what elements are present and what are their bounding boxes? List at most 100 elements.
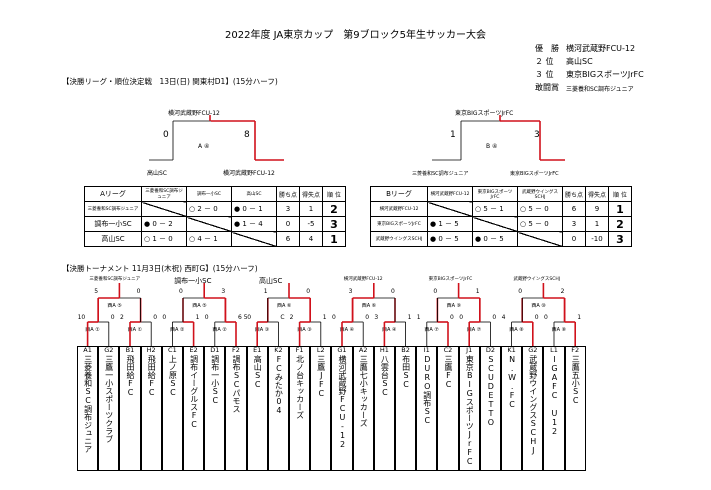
team-name: 調布イーグルスFC bbox=[189, 355, 199, 429]
group-winner: 三菱養和SC調布ジュニア bbox=[89, 277, 141, 282]
team-name: 飛田給FC bbox=[147, 355, 157, 397]
team-code: B2 bbox=[401, 346, 410, 354]
team-name: 八雲台SC bbox=[380, 355, 390, 397]
final-a-score-left: 0 bbox=[163, 130, 169, 140]
team-code: F2 bbox=[571, 346, 580, 354]
final-b-right-team: 東京BIGスポーツJrFC bbox=[510, 171, 559, 177]
team-name: N.W.FC bbox=[507, 355, 517, 409]
team-code: K1 bbox=[507, 346, 516, 354]
semi-score-left: 1 bbox=[263, 288, 268, 295]
team-code: A1 bbox=[83, 346, 92, 354]
final-league-heading: 【決勝リーグ・順位決定戦 13日(日) 関東村D1】(15分ハーフ) bbox=[62, 77, 278, 86]
team-name: IGAFC U12 bbox=[549, 355, 559, 436]
team-code: J1 bbox=[466, 346, 473, 354]
match-score: 0 bbox=[450, 314, 454, 321]
semi-score-left: 0 bbox=[433, 288, 438, 295]
result-team: 横河武蔵野FCU-12 bbox=[566, 44, 636, 53]
league-rank: 2 bbox=[608, 216, 632, 232]
team-code: F2 bbox=[232, 346, 240, 354]
match-score: 1 bbox=[195, 314, 200, 321]
group-winner: 横河武蔵野FCU-12 bbox=[343, 277, 383, 282]
group-winner: 東京BIGスポーツJrFC bbox=[428, 277, 473, 282]
final-b-left-team: 三菱養和SC調布ジュニア bbox=[412, 171, 469, 177]
match-score: 0 bbox=[247, 314, 252, 321]
match-score: 1 bbox=[416, 314, 421, 321]
league-result-cell bbox=[231, 231, 277, 247]
team-name: 北ノ台キッカーズ bbox=[295, 355, 305, 419]
match-score: 1 bbox=[407, 314, 412, 321]
semi-code: 西A ⑥ bbox=[361, 303, 377, 309]
final-b-score-left: 1 bbox=[450, 130, 456, 140]
league-result-cell bbox=[517, 231, 563, 247]
final-b-code: B ④ bbox=[486, 143, 498, 150]
semi-score-right: 0 bbox=[136, 288, 141, 295]
team-name: 東京BIGスポーツJrFC bbox=[465, 355, 475, 466]
semi-code: 西A ⑤ bbox=[107, 303, 122, 309]
semi-score-right: 0 bbox=[391, 288, 395, 295]
team-name: 高山SC bbox=[253, 355, 263, 389]
match-code: 西A ⑦ bbox=[466, 327, 482, 333]
match-code: 西A ⑧ bbox=[551, 327, 567, 333]
group-winner: 武蔵野ウイングスSCHJ bbox=[513, 277, 561, 282]
tournament-heading: 【決勝トーナメント 11月3日(木祝) 西町G】(15分ハーフ) bbox=[62, 264, 258, 273]
team-code: F1 bbox=[295, 346, 304, 354]
match-score: 10 bbox=[77, 314, 86, 321]
match-score: 0 bbox=[204, 314, 209, 321]
team-name: 三鷹FC bbox=[443, 355, 453, 389]
match-score: 0 bbox=[492, 314, 497, 321]
match-score: 0 bbox=[459, 314, 464, 321]
final-a-right-team: 横河武蔵野FCU-12 bbox=[223, 170, 275, 177]
team-name: 三鷹五小SC bbox=[571, 355, 581, 405]
team-code: C2 bbox=[443, 346, 453, 354]
match-score: 1 bbox=[577, 314, 582, 321]
team-name: 布田SC bbox=[401, 355, 411, 389]
team-code: E2 bbox=[189, 346, 198, 354]
league-rank: 3 bbox=[608, 231, 632, 247]
match-score: 3 bbox=[374, 314, 379, 321]
match-score: 1 bbox=[322, 314, 327, 321]
final-a-left-team: 高山SC bbox=[147, 170, 167, 177]
team-name: 調布SCパモス bbox=[231, 355, 241, 413]
match-code: 西A ② bbox=[212, 327, 227, 333]
league-result-cell bbox=[472, 216, 518, 232]
team-code: C1 bbox=[168, 346, 177, 354]
team-code: L2 bbox=[316, 346, 325, 354]
team-name: 調布一小SC bbox=[210, 355, 220, 405]
match-score: 0 bbox=[534, 314, 539, 321]
result-team: 三菱養和SC調布ジュニア bbox=[566, 86, 634, 93]
page-title: 2022年度 JA東京カップ 第9ブロック5年生サッカー大会 bbox=[225, 30, 486, 41]
team-code: L1 bbox=[550, 346, 558, 354]
team-name: 上ノ原SC bbox=[168, 355, 178, 397]
team-name: FCみたか04 bbox=[274, 355, 284, 415]
result-team: 高山SC bbox=[566, 57, 593, 66]
match-code: 西A ④ bbox=[339, 327, 355, 333]
group-winner: 高山SC bbox=[259, 277, 283, 285]
semi-score-left: 3 bbox=[348, 288, 353, 295]
match-score: 0 bbox=[332, 314, 336, 321]
match-code: 西A ③ bbox=[297, 327, 312, 333]
semi-score-right: 1 bbox=[475, 288, 480, 295]
team-name: DURO調布SC bbox=[422, 355, 432, 425]
team-code: I1 bbox=[423, 346, 430, 354]
semi-score-left: 0 bbox=[518, 288, 523, 295]
semi-score-left: 0 bbox=[179, 288, 183, 295]
match-score: 2 bbox=[289, 314, 294, 321]
